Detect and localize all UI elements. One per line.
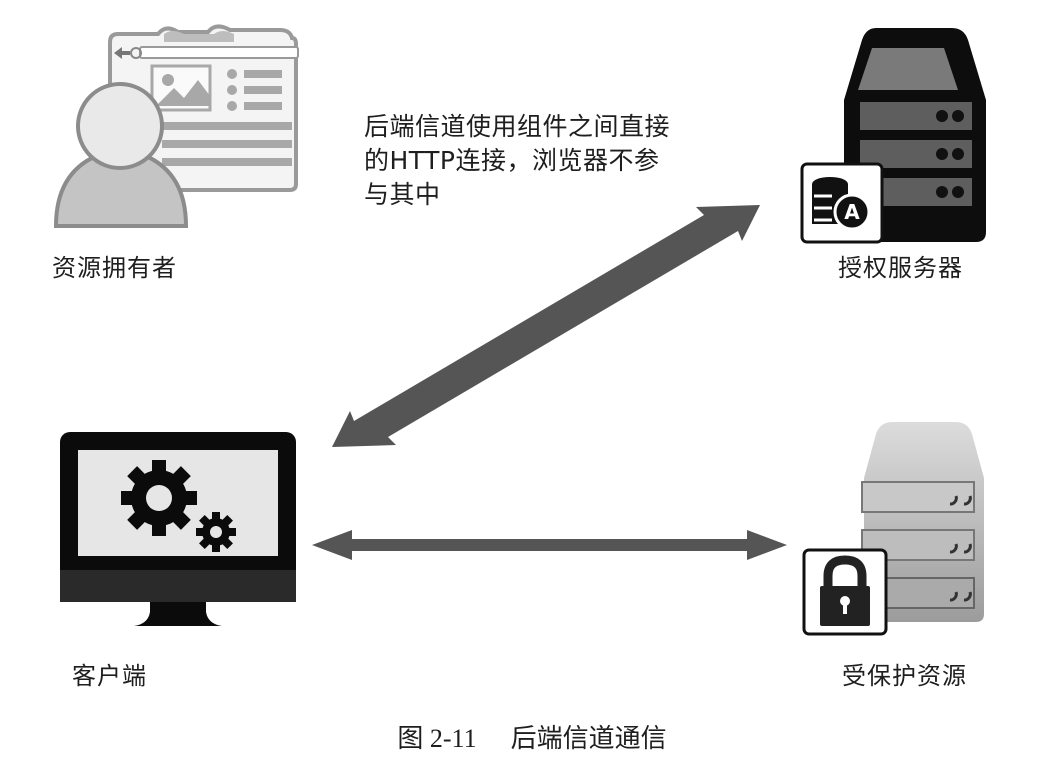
user-avatar-icon xyxy=(53,82,189,228)
database-auth-icon: A xyxy=(800,162,884,244)
note-line: 后端信道使用组件之间直接 xyxy=(364,112,671,141)
figure-title: 后端信道通信 xyxy=(510,724,667,753)
large-gear-icon xyxy=(121,460,197,536)
note-line: 的HTTP连接，浏览器不参 xyxy=(364,146,660,175)
client-label: 客户端 xyxy=(72,662,147,690)
resource-owner-icon xyxy=(53,24,299,228)
protected-resource-label: 受保护资源 xyxy=(842,662,967,690)
small-gear-icon xyxy=(196,512,236,552)
backchannel-note: 后端信道使用组件之间直接 的HTTP连接，浏览器不参 与其中 xyxy=(364,110,724,212)
figure-number: 图 2-11 xyxy=(397,724,477,753)
resource-owner-label: 资源拥有者 xyxy=(52,254,177,282)
protected-resource-icon xyxy=(802,422,984,636)
note-line: 与其中 xyxy=(364,180,441,209)
arrow-client-protected-resource xyxy=(312,530,787,560)
figure-caption: 图 2-11 后端信道通信 xyxy=(0,718,1064,755)
client-monitor-icon xyxy=(60,432,296,626)
arrow-client-authorization-server xyxy=(332,205,760,447)
authorization-server-label: 授权服务器 xyxy=(838,254,963,282)
padlock-icon xyxy=(802,548,888,636)
authorization-server-icon: A xyxy=(800,28,986,244)
auth-letter: A xyxy=(844,200,860,224)
